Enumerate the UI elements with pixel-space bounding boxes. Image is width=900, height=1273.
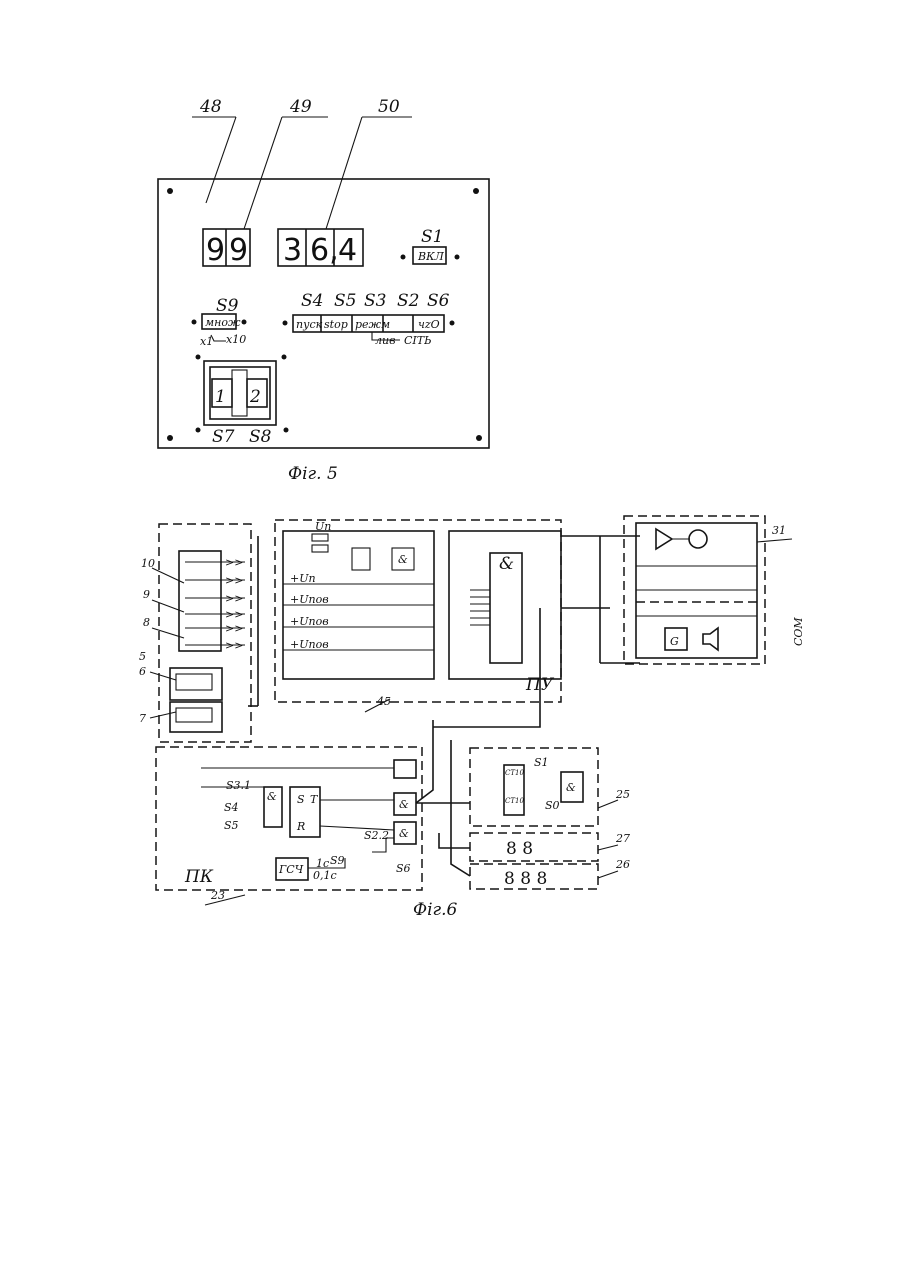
block-27: [470, 833, 598, 861]
block-45: [275, 520, 561, 702]
s9-x1: х1: [200, 335, 213, 348]
s1-label: S1: [421, 227, 443, 247]
s9-x10: х10: [226, 333, 246, 346]
speaker-icon: [703, 628, 718, 650]
switch-ref: S3.1: [226, 779, 251, 792]
display-27: 8 8: [506, 839, 533, 859]
switch-ref: S0: [545, 799, 560, 812]
ref-50: 50: [378, 97, 400, 117]
switch-ref: S6: [396, 862, 411, 875]
ref-5: 5: [139, 650, 146, 663]
ref-7: 7: [139, 712, 146, 725]
input-switches: >> >> >> >> >> >>: [185, 556, 245, 652]
ref-49: 49: [289, 97, 312, 117]
switch-ref: S1: [534, 756, 549, 769]
thumbwheel-digit: 1: [215, 387, 226, 407]
supply-label: +Uп: [290, 572, 316, 585]
row-under-left: лив: [375, 334, 396, 347]
switch-button[interactable]: пуск: [296, 318, 323, 331]
svg-text:>>: >>: [225, 556, 243, 569]
and-gate-label: &: [267, 790, 277, 803]
svg-text:>>: >>: [225, 608, 243, 621]
s7-label: S7: [212, 427, 235, 447]
s1-button-label: ВКЛ: [417, 250, 445, 263]
s9-button-label: множ: [205, 316, 241, 329]
display-26: 8 8 8: [504, 869, 547, 889]
trigger-r: R: [296, 820, 305, 833]
and-gate-label: &: [399, 798, 409, 811]
svg-text:>>: >>: [225, 574, 243, 587]
ref-9: 9: [143, 588, 150, 601]
figure-6-caption: Фіг.6: [413, 900, 458, 920]
ref-48: 48: [199, 97, 222, 117]
generator-label: G: [670, 635, 679, 648]
switch-ref: S4: [224, 801, 239, 814]
display-50-digit: 3: [283, 233, 302, 268]
svg-text:>>: >>: [225, 592, 243, 605]
ref-8: 8: [143, 616, 150, 629]
supply-label: +Uпов: [290, 638, 329, 651]
row-under-right: СІТЬ: [404, 334, 432, 347]
switch-button-label: чzO: [418, 318, 440, 331]
inverter: [394, 760, 416, 778]
figure-5: 48 49 50 9 9 3 6, 4 S1 ВКЛ S9 множ: [158, 97, 489, 484]
ref-31: 31: [772, 524, 786, 537]
thumbwheel-digit: 2: [249, 387, 261, 407]
figure-6: >> >> >> >> >> >> 10 9 8 5 6 7 Uп &: [139, 516, 805, 920]
switch-button-label: пуск: [296, 318, 323, 331]
display-49-digit: 9: [229, 233, 248, 268]
encoder-block-7: [170, 702, 222, 732]
display-50-digit: 6,: [310, 233, 339, 268]
block-pk-label: ПК: [184, 867, 214, 887]
switch-label: S4: [301, 291, 323, 311]
switch-label: S5: [334, 291, 356, 311]
switch-label: S2: [397, 291, 419, 311]
svg-text:>>: >>: [225, 639, 243, 652]
switch-button-label: stop: [324, 318, 348, 331]
ref-25: 25: [615, 788, 630, 801]
mount-hole: [476, 435, 482, 441]
side-label: СОМ: [792, 617, 805, 646]
and-gate-label: &: [398, 553, 408, 566]
switch-button[interactable]: режм: [355, 318, 390, 331]
ref-26: 26: [615, 858, 630, 871]
gsch-label: ГСЧ: [278, 863, 304, 876]
s8-label: S8: [249, 427, 272, 447]
and-gate-label: &: [499, 554, 514, 574]
counter-label: СТ10: [505, 769, 524, 777]
supply-label: +Uпов: [290, 593, 329, 606]
sec01-label: 0,1с: [313, 869, 337, 882]
and-gate-label: &: [566, 781, 576, 794]
switch-ref: S2.2: [364, 829, 389, 842]
display-49-digit: 9: [206, 233, 225, 268]
ref-6: 6: [139, 665, 146, 678]
switch-label: S6: [427, 291, 450, 311]
switch-ref: S9: [330, 854, 345, 867]
supply-label: +Uпов: [290, 615, 329, 628]
trigger-s: S: [297, 793, 305, 806]
counter-label: СТ10: [505, 797, 524, 805]
supply-label: Uп: [315, 520, 331, 533]
s9-label: S9: [216, 296, 239, 316]
display-50-digit: 4: [338, 233, 357, 268]
switch-ref: S5: [224, 819, 239, 832]
mount-hole: [473, 188, 479, 194]
ref-27: 27: [615, 832, 630, 845]
encoder-block-6: [170, 668, 222, 700]
switch-label: S3: [364, 291, 386, 311]
mount-hole: [167, 435, 173, 441]
switch-button-label: режм: [355, 318, 390, 331]
svg-text:>>: >>: [225, 622, 243, 635]
trigger-t: T: [310, 793, 319, 806]
figure-5-caption: Фіг. 5: [288, 464, 338, 484]
switch-button[interactable]: stop: [324, 318, 348, 331]
ref-45: 45: [376, 695, 391, 708]
mount-hole: [167, 188, 173, 194]
and-gate-label: &: [399, 827, 409, 840]
switch-button[interactable]: чzO: [418, 318, 440, 331]
led-indicator: [689, 530, 707, 548]
